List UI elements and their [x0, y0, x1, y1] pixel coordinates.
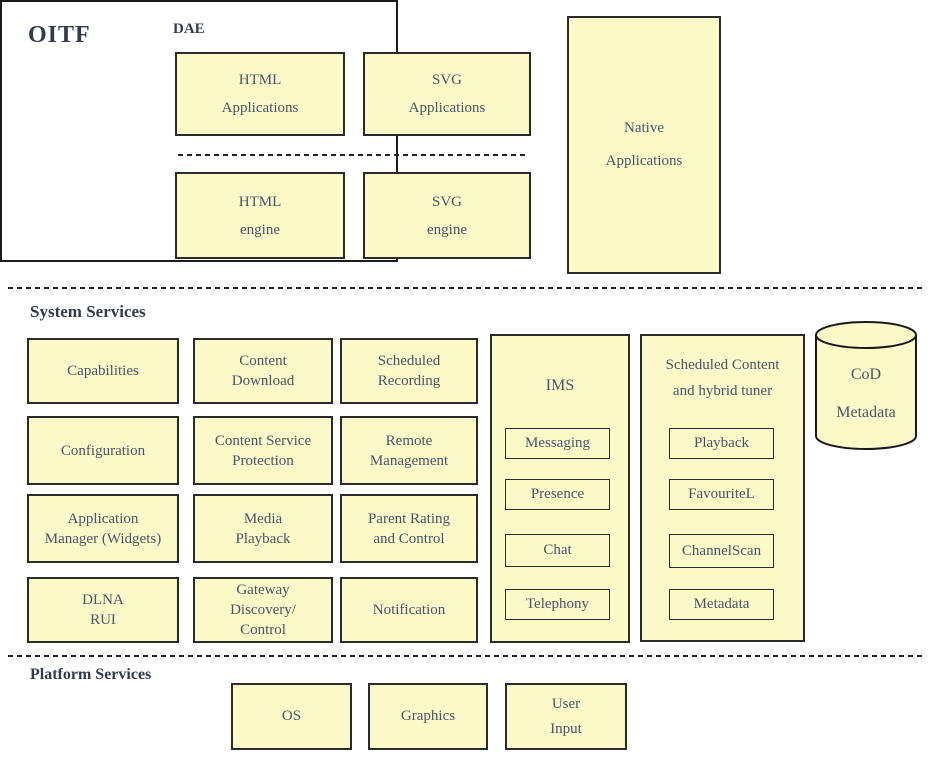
graphics-box: Graphics — [368, 683, 488, 750]
html-applications-box: HTML Applications — [175, 52, 345, 136]
capabilities-box: Capabilities — [27, 338, 179, 404]
chat-box: Chat — [505, 534, 610, 567]
playback-box: Playback — [669, 428, 774, 459]
scheduled-content-label: Scheduled Content and hybrid tuner — [665, 357, 780, 399]
gateway-discovery-control-box: Gateway Discovery/ Control — [193, 577, 333, 643]
database-cylinder-icon — [815, 321, 917, 450]
dae-label: DAE — [173, 21, 205, 37]
configuration-box: Configuration — [27, 416, 179, 485]
remote-management-box: Remote Management — [340, 416, 478, 485]
content-service-protection-box: Content Service Protection — [193, 416, 333, 485]
channelscan-box: ChannelScan — [669, 534, 774, 568]
favouritel-box: FavouriteL — [669, 479, 774, 510]
telephony-box: Telephony — [505, 589, 610, 620]
platform-services-separator — [8, 655, 926, 657]
metadata-box: Metadata — [669, 589, 774, 620]
presence-box: Presence — [505, 479, 610, 510]
ims-container: IMS Messaging Presence Chat Telephony — [490, 334, 630, 643]
media-playback-box: Media Playback — [193, 494, 333, 563]
html-engine-box: HTML engine — [175, 172, 345, 259]
svg-engine-box: SVG engine — [363, 172, 531, 259]
cod-metadata-label: CoD Metadata — [836, 366, 896, 421]
messaging-box: Messaging — [505, 428, 610, 459]
system-services-label: System Services — [30, 302, 146, 321]
system-services-separator — [8, 287, 926, 289]
user-input-box: User Input — [505, 683, 627, 750]
dlna-rui-box: DLNA RUI — [27, 577, 179, 643]
cod-metadata-cylinder: CoD Metadata — [810, 316, 922, 458]
scheduled-content-container: Scheduled Content and hybrid tuner Playb… — [640, 334, 805, 642]
scheduled-recording-box: Scheduled Recording — [340, 338, 478, 404]
notification-box: Notification — [340, 577, 478, 643]
ims-label: IMS — [545, 377, 575, 394]
oitf-title: OITF — [28, 22, 91, 48]
os-box: OS — [231, 683, 352, 750]
dae-divider-dashed — [178, 154, 528, 156]
native-applications-box: Native Applications — [567, 16, 721, 274]
application-manager-widgets-box: Application Manager (Widgets) — [27, 494, 179, 563]
content-download-box: Content Download — [193, 338, 333, 404]
parent-rating-and-control-box: Parent Rating and Control — [340, 494, 478, 563]
platform-services-label: Platform Services — [30, 666, 152, 683]
svg-applications-box: SVG Applications — [363, 52, 531, 136]
